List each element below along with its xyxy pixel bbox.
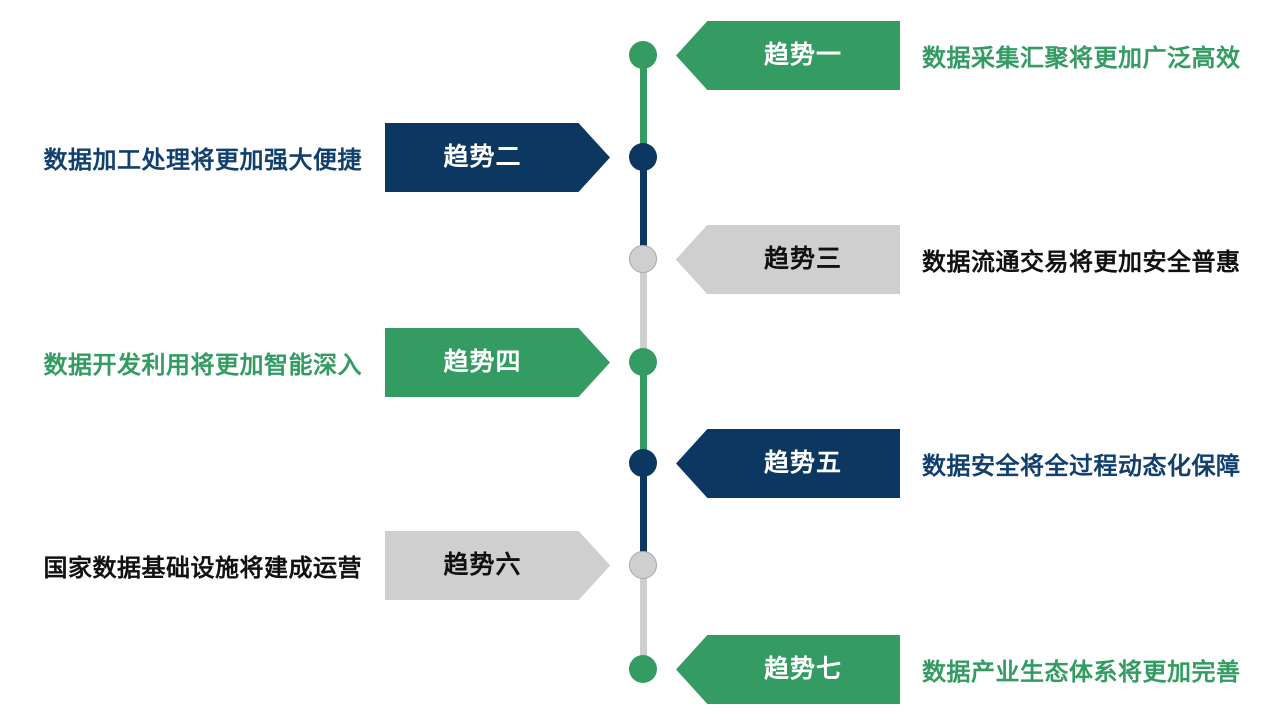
timeline-caption-5: 数据安全将全过程动态化保障 [922,429,1241,498]
timeline-node-3[interactable] [629,245,657,273]
timeline-row-1: 趋势一 数据采集汇聚将更加广泛高效 [0,7,1281,103]
timeline-row-5: 趋势五 数据安全将全过程动态化保障 [0,415,1281,511]
timeline-row-6: 趋势六 国家数据基础设施将建成运营 [0,517,1281,613]
timeline-node-6[interactable] [629,551,657,579]
timeline-caption-text-7: 数据产业生态体系将更加完善 [922,659,1241,686]
timeline-badge-label-4: 趋势四 [443,348,522,376]
timeline-node-1[interactable] [629,41,657,69]
timeline-caption-1: 数据采集汇聚将更加广泛高效 [922,21,1241,90]
timeline-badge-label-7: 趋势七 [763,655,842,683]
timeline-badge-6[interactable]: 趋势六 [385,531,610,600]
timeline-caption-text-4: 数据开发利用将更加智能深入 [43,352,362,379]
timeline-row-4: 趋势四 数据开发利用将更加智能深入 [0,314,1281,410]
timeline-badge-label-5: 趋势五 [763,449,842,477]
timeline-row-7: 趋势七 数据产业生态体系将更加完善 [0,621,1281,717]
timeline-badge-7[interactable]: 趋势七 [676,635,900,704]
timeline-node-2[interactable] [629,143,657,171]
timeline-node-7[interactable] [629,655,657,683]
timeline-badge-label-3: 趋势三 [763,245,842,273]
timeline-node-4[interactable] [629,348,657,376]
timeline-caption-text-5: 数据安全将全过程动态化保障 [922,453,1241,480]
timeline-badge-5[interactable]: 趋势五 [676,429,900,498]
spine-segment-5 [640,463,647,565]
timeline-caption-6: 国家数据基础设施将建成运营 [0,531,362,600]
timeline-caption-2: 数据加工处理将更加强大便捷 [0,123,362,192]
timeline-caption-3: 数据流通交易将更加安全普惠 [922,225,1241,294]
timeline-badge-2[interactable]: 趋势二 [385,123,610,192]
spine-segment-1 [640,55,647,157]
timeline-caption-text-2: 数据加工处理将更加强大便捷 [43,147,362,174]
timeline-badge-label-6: 趋势六 [443,551,522,579]
timeline-badge-4[interactable]: 趋势四 [385,328,610,397]
timeline-badge-label-1: 趋势一 [763,41,842,69]
timeline-badge-1[interactable]: 趋势一 [676,21,900,90]
timeline-caption-4: 数据开发利用将更加智能深入 [0,328,362,397]
timeline-caption-7: 数据产业生态体系将更加完善 [922,635,1241,704]
timeline-badge-3[interactable]: 趋势三 [676,225,900,294]
timeline-caption-text-6: 国家数据基础设施将建成运营 [43,555,362,582]
timeline-caption-text-1: 数据采集汇聚将更加广泛高效 [922,45,1241,72]
timeline-node-5[interactable] [629,449,657,477]
timeline-caption-text-3: 数据流通交易将更加安全普惠 [922,249,1241,276]
timeline-row-3: 趋势三 数据流通交易将更加安全普惠 [0,211,1281,307]
spine-segment-4 [640,362,647,463]
spine-segment-3 [640,259,647,362]
spine-segment-2 [640,157,647,259]
timeline-row-2: 趋势二 数据加工处理将更加强大便捷 [0,109,1281,205]
timeline-badge-label-2: 趋势二 [443,143,522,171]
spine-segment-6 [640,565,647,669]
